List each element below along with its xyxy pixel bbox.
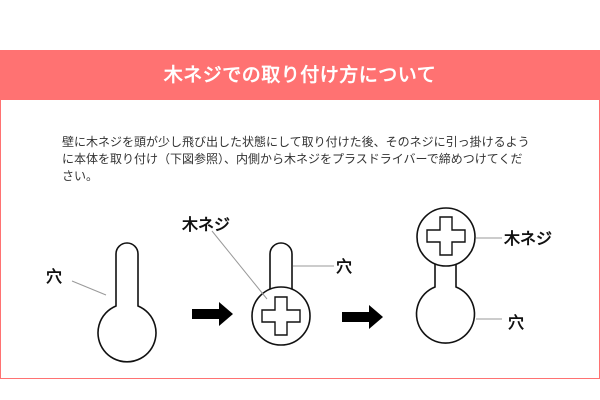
instruction-line-2: に本体を取り付け（下図参照）、内側から木ネジをプラスドライバーで締めつけてくだ bbox=[62, 152, 523, 166]
arrow-right-icon bbox=[192, 302, 233, 326]
instruction-text: 壁に木ネジを頭が少し飛び出した状態にして取り付けた後、そのネジに引っ掛けるよう … bbox=[62, 134, 562, 185]
instruction-line-1: 壁に木ネジを頭が少し飛び出した状態にして取り付けた後、そのネジに引っ掛けるよう bbox=[62, 135, 530, 149]
instruction-line-3: さい。 bbox=[62, 169, 99, 183]
step1-hole-label: 穴 bbox=[46, 267, 62, 286]
arrow-right-icon bbox=[342, 305, 383, 329]
step2-screw-label: 木ネジ bbox=[181, 215, 230, 234]
step2-keyhole-with-screw: 木ネジ 穴 bbox=[181, 215, 352, 346]
step2-hole-label: 穴 bbox=[336, 257, 352, 276]
section-title: 木ネジでの取り付け方について bbox=[0, 50, 600, 100]
step1-keyhole: 穴 bbox=[46, 242, 157, 363]
step3-keyhole-with-screw: 木ネジ 穴 bbox=[415, 207, 552, 344]
phillips-cross-icon bbox=[426, 216, 466, 256]
step3-hole-label: 穴 bbox=[508, 313, 524, 332]
phillips-cross-icon bbox=[261, 296, 301, 336]
step3-screw-label: 木ネジ bbox=[503, 229, 552, 248]
